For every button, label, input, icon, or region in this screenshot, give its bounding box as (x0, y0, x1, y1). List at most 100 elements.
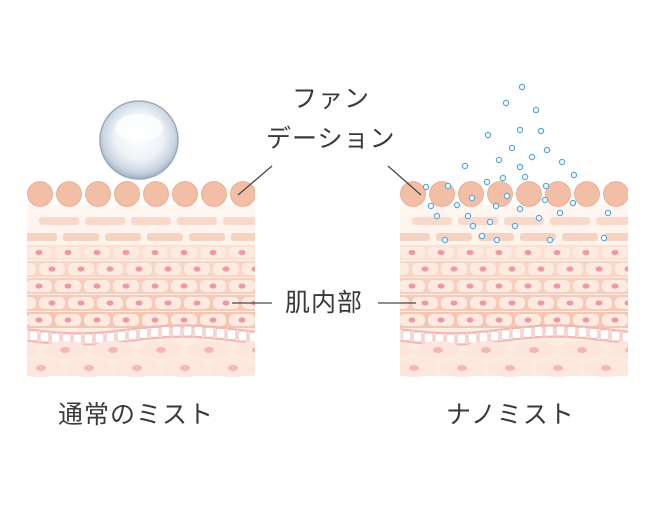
cell-nucleus (164, 266, 172, 272)
cell-nucleus (524, 317, 532, 323)
nano-droplet (537, 127, 545, 135)
deep-cell-nucleus (385, 347, 395, 353)
cell-nucleus (595, 300, 603, 306)
cell-nucleus (93, 317, 101, 323)
cell-nucleus (595, 266, 603, 272)
membrane-cell (127, 329, 138, 341)
membrane-cell (116, 330, 127, 342)
surface-cell (230, 181, 255, 207)
deep-cells (385, 341, 650, 377)
membrane-cell (456, 333, 467, 345)
nano-droplet (478, 232, 486, 240)
deep-cell-nucleus (84, 365, 94, 371)
cell-nucleus (611, 283, 619, 289)
membrane-cell (215, 327, 226, 339)
cell-nucleus (508, 300, 516, 306)
cell-nucleus (466, 249, 474, 256)
nano-droplet (469, 222, 477, 230)
cell-band (400, 312, 628, 328)
membrane-cell (599, 329, 610, 341)
surface-cell (56, 181, 82, 207)
nano-droplet (518, 83, 526, 91)
cell-nucleus (93, 283, 101, 289)
membrane-cell (511, 327, 522, 339)
cell (615, 263, 628, 275)
cell-rows (7, 245, 255, 328)
deep-cell-nucleus (12, 347, 22, 353)
surface-cells (400, 181, 628, 207)
deep-cell-nucleus (156, 347, 166, 353)
cell-nucleus (553, 283, 561, 289)
deep-cell-nucleus (505, 365, 515, 371)
nano-droplet (468, 194, 476, 202)
nano-droplet (486, 218, 494, 226)
nano-droplet (464, 212, 472, 220)
cell-nucleus (582, 249, 590, 256)
cell-nucleus (611, 249, 619, 256)
stratum-bar (85, 217, 125, 225)
basal-membrane (27, 324, 255, 346)
cell-nucleus (7, 250, 14, 255)
cell-nucleus (238, 317, 246, 323)
nano-droplet (502, 99, 510, 107)
stratum-bar (562, 233, 598, 241)
cell-nucleus (466, 283, 474, 289)
cell-nucleus (408, 317, 416, 323)
leader-line-foundation-right (387, 165, 422, 196)
nano-droplet (503, 192, 511, 200)
deep-cell-nucleus (252, 347, 255, 353)
leader-line-foundation-left (237, 165, 273, 196)
nano-droplet (508, 144, 516, 152)
nano-droplet (535, 214, 543, 222)
deep-cell (235, 341, 255, 359)
deep-cell-nucleus (180, 365, 190, 371)
cell-nucleus (553, 249, 561, 256)
cell-nucleus (582, 317, 590, 323)
deep-cell-nucleus (433, 347, 443, 353)
nano-droplet (570, 171, 578, 179)
nano-droplet (558, 158, 566, 166)
deep-cell-nucleus (108, 347, 118, 353)
nano-droplet (492, 202, 500, 210)
surface-cell (487, 181, 513, 207)
deep-cell-nucleus (409, 365, 419, 371)
cell-nucleus (450, 266, 458, 272)
cell-nucleus (553, 317, 561, 323)
cell-nucleus (151, 249, 159, 256)
nano-droplet (528, 153, 536, 161)
surface-cell (458, 181, 484, 207)
membrane-cell (500, 329, 511, 341)
cell-nucleus (238, 249, 246, 256)
cell-nucleus (20, 266, 27, 271)
cell-nucleus (77, 266, 85, 272)
stratum-bar (436, 233, 472, 241)
nano-droplet (499, 174, 507, 182)
cell-band (400, 245, 628, 260)
cell-nucleus (380, 317, 387, 322)
surface-cell (201, 181, 227, 207)
membrane-edge (400, 324, 628, 334)
nano-droplet (444, 182, 452, 190)
cell (370, 247, 396, 258)
deep-cell (27, 341, 39, 359)
cell-nucleus (624, 300, 628, 306)
skin-block-normal (7, 181, 303, 377)
cell-nucleus (209, 249, 217, 256)
cell (615, 297, 628, 309)
cell-nucleus (64, 283, 72, 289)
stratum-bars (27, 217, 255, 241)
cell-nucleus (93, 249, 101, 256)
membrane-cell (138, 327, 149, 339)
deep-cell-nucleus (276, 365, 286, 371)
stratum-bar (596, 217, 628, 225)
deep-cell (632, 359, 650, 377)
membrane-cell (555, 325, 566, 337)
cell-nucleus (421, 300, 429, 306)
surface-cell (603, 181, 628, 207)
stratum-bar (27, 233, 57, 241)
cell-nucleus (135, 266, 143, 272)
membrane-cell (105, 331, 116, 343)
deep-cell (259, 359, 303, 377)
cell-nucleus (64, 317, 72, 323)
cell (370, 280, 396, 292)
